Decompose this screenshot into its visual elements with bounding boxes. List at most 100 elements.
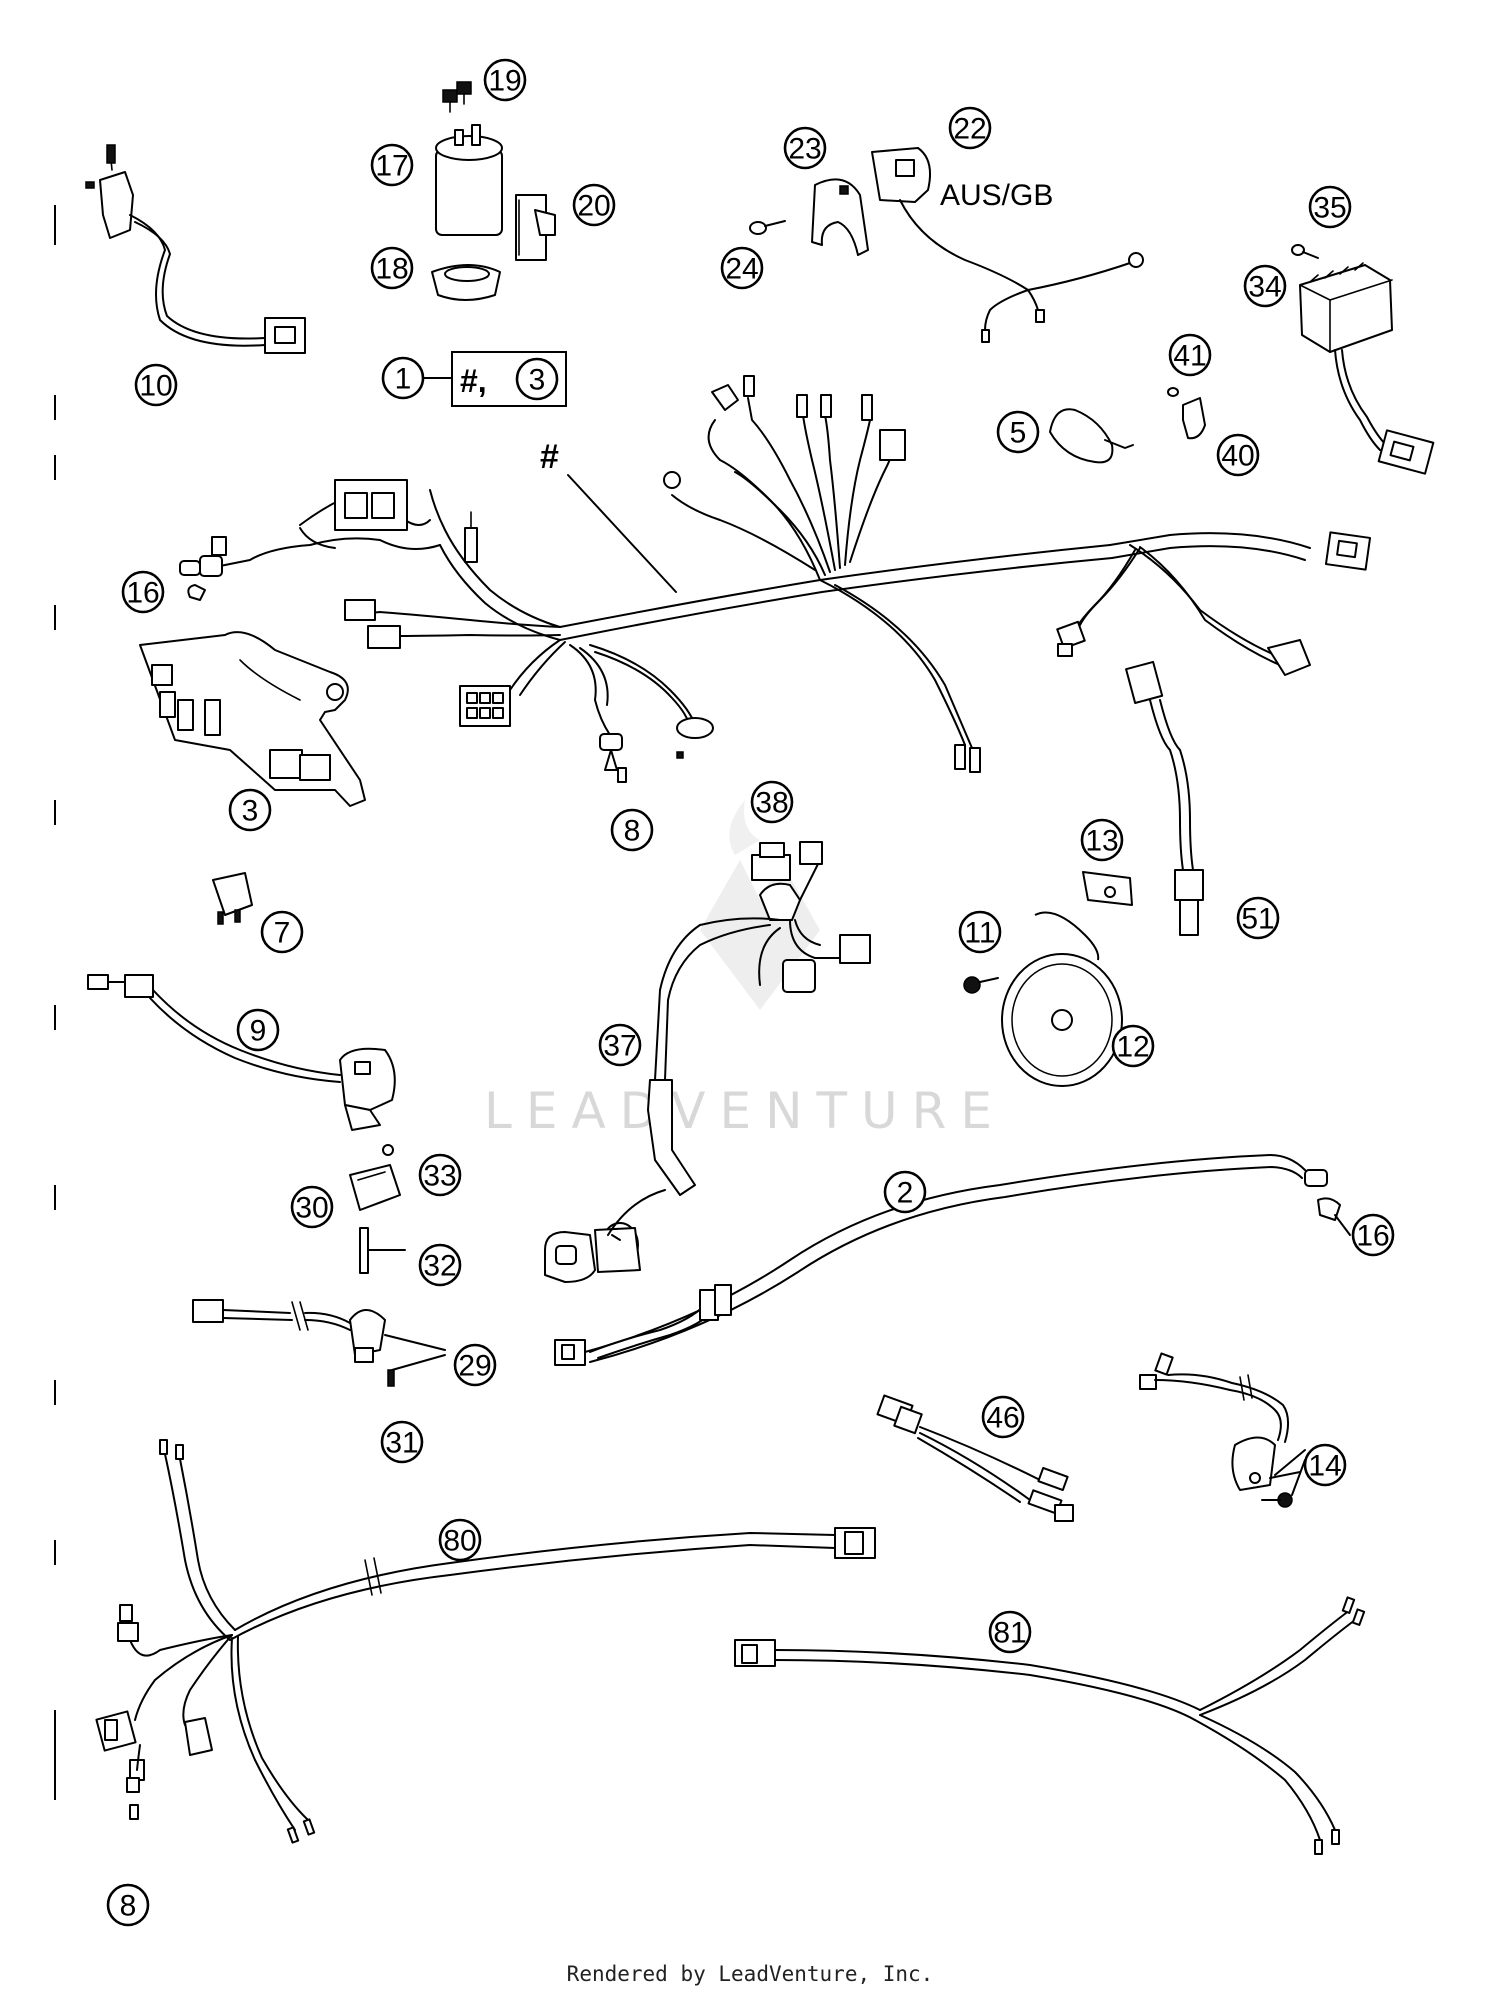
part-35-screw (1291, 244, 1319, 259)
part-38-fuse (751, 842, 791, 881)
callout-33: 33 (418, 1153, 462, 1197)
svg-text:40: 40 (1221, 440, 1254, 473)
callout-7: 7 (260, 910, 304, 954)
part-18-ring (431, 264, 501, 301)
part-81-harness (734, 1596, 1366, 1855)
part-24-screw (749, 220, 786, 235)
part-41-screw (1167, 387, 1179, 397)
callout-13: 13 (1080, 818, 1124, 862)
part-40-clip (1182, 397, 1206, 440)
aus-gb-label: AUS/GB (940, 179, 1053, 212)
callout-34: 34 (1243, 264, 1287, 308)
part-13-bracket (1082, 871, 1133, 906)
callout-14: 14 (1303, 1443, 1347, 1487)
svg-text:2: 2 (897, 1177, 914, 1210)
part-51-switch (1125, 660, 1204, 936)
svg-text:41: 41 (1173, 340, 1206, 373)
part-17-capacitor (435, 124, 503, 236)
part-34-regulator (1299, 262, 1435, 475)
svg-text:12: 12 (1116, 1031, 1149, 1064)
callout-40: 40 (1216, 433, 1260, 477)
callout-41: 41 (1168, 333, 1212, 377)
svg-text:33: 33 (423, 1160, 456, 1193)
callout-19: 19 (483, 58, 527, 102)
watermark-text: LEADVENTURE (484, 1082, 1006, 1140)
callout-10: 10 (134, 363, 178, 407)
svg-text:81: 81 (993, 1617, 1026, 1650)
svg-text:5: 5 (1010, 417, 1027, 450)
callout-12: 12 (1111, 1024, 1155, 1068)
main-wiring-harness (179, 375, 1372, 783)
svg-text:14: 14 (1308, 1450, 1341, 1483)
callout-8-top: 8 (610, 808, 654, 852)
svg-text:80: 80 (443, 1525, 476, 1558)
svg-text:16: 16 (126, 577, 159, 610)
svg-text:24: 24 (725, 253, 758, 286)
svg-text:51: 51 (1241, 903, 1274, 936)
callout-11: 11 (958, 910, 1002, 954)
svg-text:34: 34 (1248, 271, 1281, 304)
callout-80: 80 (438, 1518, 482, 1562)
part-16-bulb-top (187, 536, 227, 601)
svg-text:11: 11 (964, 917, 995, 950)
svg-text:23: 23 (788, 133, 821, 166)
svg-text:32: 32 (423, 1250, 456, 1283)
callout-18: 18 (370, 246, 414, 290)
svg-text:30: 30 (295, 1192, 328, 1225)
part-37-harness (544, 841, 871, 1283)
svg-text:3: 3 (529, 364, 546, 397)
svg-text:10: 10 (139, 370, 172, 403)
callout-2: 2 (883, 1170, 927, 1214)
callout-9: 9 (236, 1008, 280, 1052)
callout-22: 22 (948, 106, 992, 150)
svg-text:8: 8 (120, 1890, 137, 1923)
part-12-horn (1001, 911, 1123, 1087)
callout-8-bottom: 8 (106, 1883, 150, 1927)
svg-text:1: 1 (395, 363, 412, 396)
callout-3: 3 (228, 788, 272, 832)
callout-30: 30 (290, 1185, 334, 1229)
part-33-nut (382, 1144, 394, 1156)
part-20-bracket (515, 194, 556, 261)
part-23-clamp (811, 178, 869, 256)
footer-credit: Rendered by LeadVenture, Inc. (566, 1962, 934, 1986)
svg-text:16: 16 (1356, 1220, 1389, 1253)
part-3-bracket (139, 631, 366, 807)
callout-17: 17 (370, 143, 414, 187)
svg-text:17: 17 (375, 150, 408, 183)
part-46-adapter (876, 1394, 1074, 1522)
callout-23: 23 (783, 126, 827, 170)
callout-32: 32 (418, 1243, 462, 1287)
callout-31: 31 (380, 1420, 424, 1464)
callout-3-box: 3 (515, 357, 559, 401)
callout-35: 35 (1308, 185, 1352, 229)
svg-text:7: 7 (274, 917, 291, 950)
svg-text:22: 22 (953, 113, 986, 146)
part-10-kill-switch (85, 144, 306, 354)
callout-46: 46 (981, 1395, 1025, 1439)
svg-text:18: 18 (375, 253, 408, 286)
svg-text:13: 13 (1085, 825, 1118, 858)
part-80-harness (95, 1439, 876, 1844)
callout-51: 51 (1236, 896, 1280, 940)
callout-29: 29 (453, 1343, 497, 1387)
part-22-switch (871, 147, 1144, 343)
part-29-sensor (192, 1299, 446, 1387)
svg-text:31: 31 (385, 1427, 418, 1460)
part-7-relay (212, 872, 253, 925)
callout-37: 37 (598, 1023, 642, 1067)
svg-text:37: 37 (603, 1030, 636, 1063)
part-19-screws (442, 81, 472, 113)
svg-text:8: 8 (624, 815, 641, 848)
part-9-switch (87, 974, 396, 1131)
callout-38: 38 (750, 780, 794, 824)
svg-text:38: 38 (755, 787, 788, 820)
part-32-bolt (359, 1227, 406, 1274)
callout-24: 24 (720, 246, 764, 290)
part-14-sensor (1139, 1352, 1306, 1508)
hash-leader (567, 474, 677, 593)
svg-text:19: 19 (488, 65, 521, 98)
svg-text:29: 29 (458, 1350, 491, 1383)
box-hash-label: #, (460, 363, 487, 399)
